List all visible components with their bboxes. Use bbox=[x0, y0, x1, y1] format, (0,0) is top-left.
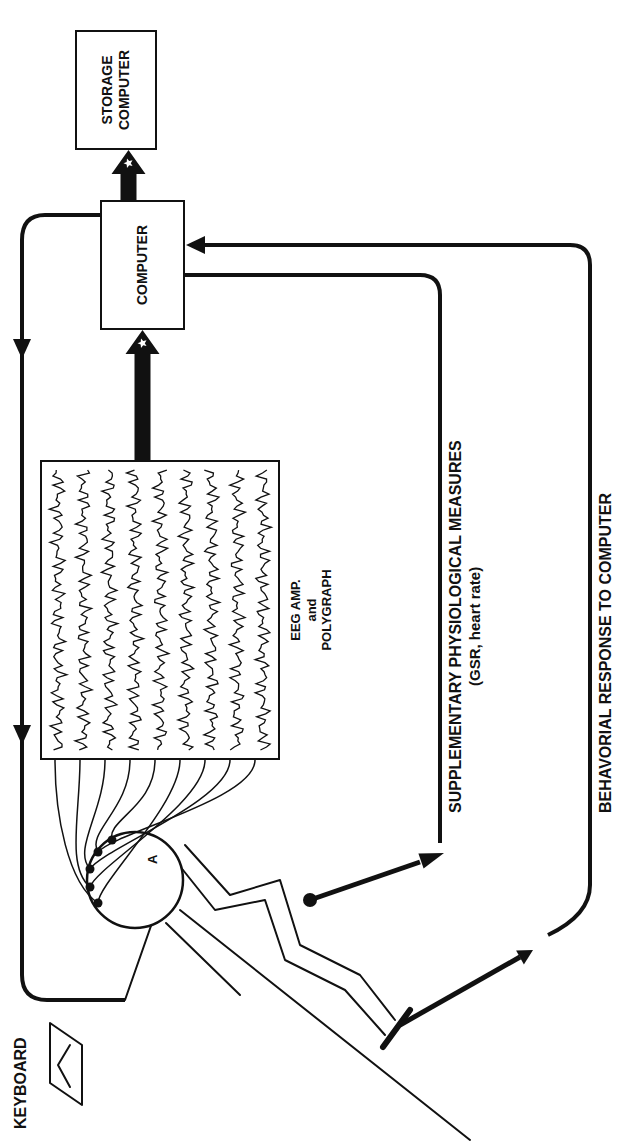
arrow-body bbox=[112, 150, 146, 200]
arrow-star bbox=[138, 338, 147, 348]
sensor-arrowhead bbox=[418, 853, 444, 869]
eeg-trace bbox=[229, 470, 245, 750]
electrode-wire bbox=[55, 760, 98, 903]
keyboard-symbol bbox=[58, 1045, 70, 1087]
eeg-trace bbox=[255, 470, 271, 750]
electrode-wire bbox=[90, 760, 205, 887]
behavioral-arrowhead bbox=[186, 236, 205, 254]
eeg-traces bbox=[42, 462, 278, 758]
block-arrow bbox=[126, 330, 160, 460]
keyboard-symbol bbox=[50, 1023, 82, 1105]
electrode-wire bbox=[90, 760, 230, 869]
signal-note: (GSR, heart rate) bbox=[467, 565, 484, 688]
signal-label: BEHAVORIAL RESPONSE TO COMPUTER bbox=[597, 491, 615, 815]
computer-box: COMPUTER bbox=[100, 200, 185, 330]
hand bbox=[383, 1010, 410, 1047]
eeg-trace bbox=[178, 470, 194, 750]
loop-arrowhead bbox=[13, 339, 31, 359]
storage-computer-box: STORAGE COMPUTER bbox=[75, 30, 157, 150]
component-label: KEYBOARD bbox=[12, 1035, 30, 1131]
arrow-star bbox=[124, 158, 133, 168]
response-arrow bbox=[400, 957, 520, 1025]
view-line bbox=[125, 923, 152, 1000]
response-arrowhead bbox=[516, 950, 533, 964]
box-label: COMPUTER bbox=[134, 225, 151, 305]
eeg-trace bbox=[204, 470, 220, 750]
eeg-amplifier-box: EEG AMP. and POLYGRAPH bbox=[40, 460, 280, 760]
sensor-arrow bbox=[310, 862, 420, 900]
block-arrow bbox=[112, 150, 146, 200]
eeg-trace bbox=[49, 470, 67, 750]
body-line bbox=[180, 910, 470, 1140]
box-heading: EEG AMP. and POLYGRAPH bbox=[288, 568, 335, 652]
eeg-trace bbox=[75, 470, 92, 750]
eeg-trace bbox=[152, 470, 169, 750]
electrode-wires bbox=[55, 760, 255, 903]
electrode-wire bbox=[85, 760, 105, 869]
arm-line bbox=[185, 845, 395, 1020]
head-marker: A bbox=[146, 853, 160, 866]
electrode-wire bbox=[76, 760, 90, 887]
signal-label: SUPPLEMENTARY PHYSIOLOGICAL MEASURES bbox=[447, 438, 465, 815]
electrode-wire bbox=[96, 760, 130, 852]
view-line bbox=[166, 923, 240, 995]
box-label: STORAGE COMPUTER bbox=[99, 40, 133, 140]
eeg-trace bbox=[101, 470, 117, 750]
arrow-body bbox=[126, 330, 160, 460]
loop-arrowhead bbox=[13, 725, 31, 745]
electrode-wire bbox=[98, 760, 255, 852]
eeg-trace bbox=[127, 470, 144, 750]
